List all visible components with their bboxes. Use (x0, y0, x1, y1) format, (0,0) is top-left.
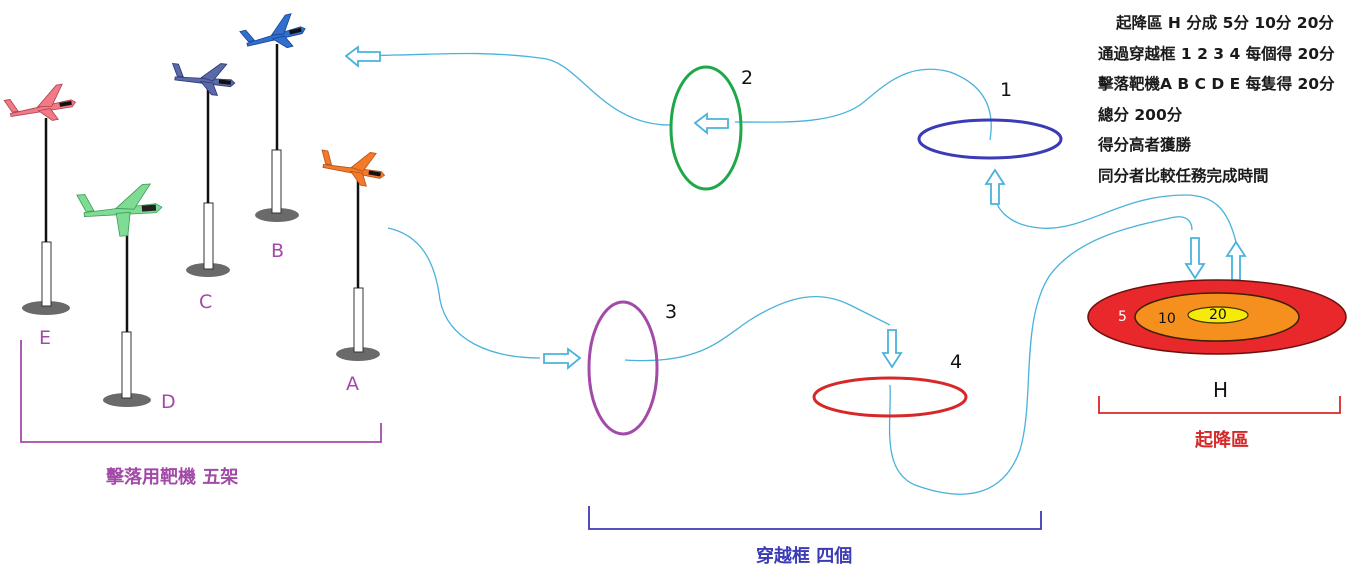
landing-ring-20 (1187, 306, 1249, 324)
target-d (76, 183, 163, 407)
frame-label-2: 2 (741, 67, 753, 89)
target-labels: A B C D E (39, 240, 359, 413)
arrow-left-icon (693, 112, 729, 135)
airplane-icon (171, 63, 236, 96)
airplane-icon (76, 183, 163, 237)
landing-score-20: 20 (1209, 307, 1227, 323)
flight-path (361, 52, 1237, 495)
rule-line-5: 得分高者獲勝 (1098, 136, 1192, 155)
frames-group-label: 穿越框 四個 (756, 545, 852, 567)
frames (587, 65, 1063, 436)
frame-1 (917, 118, 1063, 160)
target-b (239, 13, 306, 222)
rule-line-2: 通過穿越框 1 2 3 4 每個得 20分 (1098, 44, 1335, 63)
frame-4 (812, 376, 968, 418)
target-c (171, 63, 236, 277)
landing-label: H (1213, 378, 1228, 402)
rule-line-4: 總分 200分 (1098, 105, 1183, 124)
target-label-e: E (39, 327, 51, 349)
airplane-icon (239, 13, 306, 49)
landing-score-10: 10 (1158, 311, 1176, 327)
target-label-c: C (199, 291, 212, 313)
frame-label-4: 4 (950, 351, 962, 373)
targets-group-label: 擊落用靶機 五架 (106, 466, 238, 488)
arrow-up-icon (1225, 240, 1247, 281)
rule-line-1: 起降區 H 分成 5分 10分 20分 (1116, 14, 1334, 32)
landing-bracket (1098, 396, 1341, 414)
direction-arrows (344, 45, 1247, 370)
frame-2 (669, 65, 743, 191)
rule-line-6: 同分者比較任務完成時間 (1098, 166, 1269, 185)
targets-bracket (20, 340, 382, 443)
target-label-d: D (161, 391, 176, 413)
landing-score-5: 5 (1118, 309, 1127, 325)
landing-group-label: 起降區 (1194, 429, 1249, 451)
arrow-right-icon (543, 347, 582, 370)
target-a (321, 149, 386, 361)
airplane-icon (321, 149, 386, 187)
arrow-down-icon (881, 329, 903, 369)
target-e (3, 83, 77, 315)
arrow-left-icon (344, 45, 381, 68)
scoring-rules: 起降區 H 分成 5分 10分 20分 通過穿越框 1 2 3 4 每個得 20… (1098, 8, 1360, 192)
frame-3 (587, 300, 659, 436)
frame-labels: 1 2 3 4 (665, 67, 1012, 373)
arrow-down-icon (1184, 237, 1206, 280)
landing-zone: 5 10 20 H (1087, 279, 1347, 402)
targets (3, 13, 386, 407)
arrow-up-icon (984, 168, 1006, 205)
frame-label-3: 3 (665, 301, 677, 323)
target-label-b: B (271, 240, 284, 262)
frames-bracket (588, 506, 1042, 530)
airplane-icon (3, 83, 77, 121)
rule-line-3: 擊落靶機A B C D E 每隻得 20分 (1098, 75, 1335, 94)
frame-label-1: 1 (1000, 79, 1012, 101)
target-label-a: A (346, 373, 359, 395)
